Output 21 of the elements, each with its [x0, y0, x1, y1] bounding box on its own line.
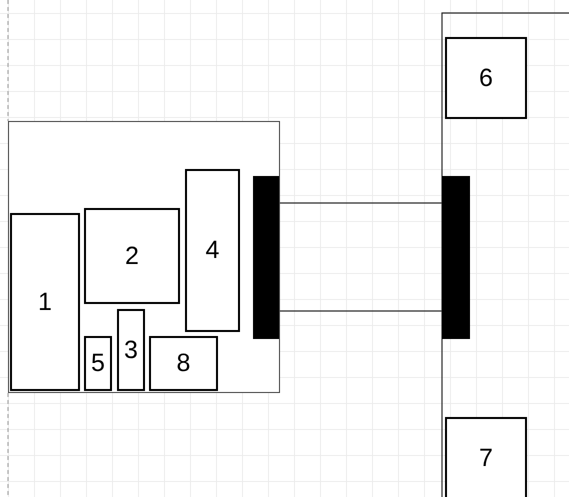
connecting-line	[279, 310, 442, 312]
numbered-box	[117, 309, 145, 391]
bar	[442, 176, 470, 339]
box-number: 1	[38, 290, 52, 314]
box-number: 2	[125, 244, 139, 268]
bar	[253, 176, 279, 339]
numbered-box	[445, 417, 527, 497]
numbered-box	[84, 336, 112, 391]
box-number: 5	[91, 351, 105, 376]
numbered-box	[185, 169, 240, 332]
numbered-box	[149, 336, 218, 391]
box-number: 7	[479, 446, 493, 470]
box-number: 8	[176, 351, 190, 376]
numbered-box	[10, 213, 80, 391]
connecting-line	[279, 202, 442, 204]
box-number: 4	[206, 238, 220, 263]
box-number: 3	[124, 338, 138, 362]
numbered-box	[445, 37, 527, 119]
box-number: 6	[479, 66, 493, 90]
frame-box	[8, 121, 280, 393]
numbered-box	[84, 208, 180, 304]
